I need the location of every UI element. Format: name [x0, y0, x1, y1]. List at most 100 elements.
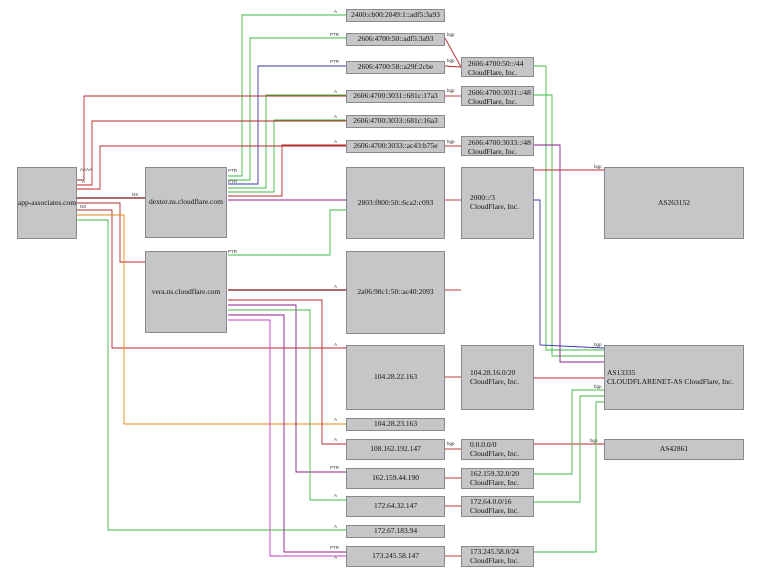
edge-app-16a3: [77, 120, 346, 186]
node-label: 2606:4700:50::adf5:3a93: [357, 34, 434, 44]
node-label: 104.28.23.163: [373, 419, 418, 429]
edge-p3033-as13335: [534, 144, 604, 363]
edge-label-bgp: bgp: [447, 88, 455, 93]
as-number: AS13335: [607, 367, 636, 377]
edge-label-ptr: PTR: [330, 465, 340, 470]
node-ipv6-3a93-b[interactable]: 2606:4700:50::adf5:3a93: [346, 33, 445, 46]
edge-label-a: A: [82, 179, 85, 184]
prefix-label: 172.64.0.0/16: [470, 496, 512, 506]
node-label: 172.67.183.94: [373, 526, 418, 536]
node-label: 162.159.44.190: [372, 473, 419, 483]
node-label: 2606:4700:3033::681c:16a3: [353, 116, 438, 126]
node-ipv6-2cbe[interactable]: 2606:4700:58::a29f:2cbe: [346, 61, 445, 74]
node-label: 2606:4700:3033::ac43:b75e: [353, 141, 438, 151]
edge-label-bgp: bgp: [447, 32, 455, 37]
node-ip-104-28-23-163[interactable]: 104.28.23.163: [346, 418, 445, 431]
node-as263152[interactable]: AS263152: [604, 167, 744, 239]
prefix-label: 162.159.32.0/20: [470, 468, 519, 478]
prefix-owner: CloudFlare, Inc.: [470, 376, 519, 386]
as-name: CLOUDFLARENET-AS CloudFlare, Inc.: [607, 376, 734, 386]
edge-label-ptr: PTR: [228, 249, 238, 254]
prefix-label: 2606:4700:3033::/48: [468, 138, 531, 147]
edge-label-bgp: bgp: [594, 342, 602, 347]
node-label: 108.162.192.147: [370, 444, 421, 454]
edge-p172-as13335: [534, 395, 604, 503]
prefix-owner: CloudFlare, Inc.: [470, 505, 519, 515]
edge-ip-prefix-1: [444, 65, 462, 68]
edge-p162-as13335: [534, 389, 604, 475]
prefix-owner: CloudFlare, Inc.: [470, 555, 519, 565]
prefix-label: 2000::/3: [470, 193, 496, 203]
edge-label-ns: NS: [132, 192, 138, 197]
edge-app-b75e: [77, 145, 346, 190]
prefix-label: 104.28.16.0/20: [470, 367, 516, 377]
edge-vera-173b: [228, 319, 346, 557]
edge-app-17a3: [77, 95, 346, 181]
edge-label-bgp: bgp: [594, 164, 602, 169]
node-as42861[interactable]: AS42861: [604, 439, 744, 460]
node-ip-172-67-183-94[interactable]: 172.67.183.94: [346, 525, 445, 538]
node-ipv6-b75e[interactable]: 2606:4700:3033::ac43:b75e: [346, 140, 445, 153]
node-ip-173-245-58-147[interactable]: 173.245.58.147: [346, 546, 445, 567]
edge-vera-c093: [228, 209, 346, 256]
prefix-owner: CloudFlare, Inc.: [470, 477, 519, 487]
node-dexter-ns[interactable]: dexter.ns.cloudflare.com: [145, 167, 227, 238]
node-ipv6-3a93-a[interactable]: 2400:cb00:2049:1::adf5:3a93: [346, 9, 445, 22]
node-label: 2803:f800:50::6ca2:c093: [357, 197, 434, 207]
prefix-owner: CloudFlare, Inc.: [470, 202, 519, 211]
edge-label-bgp: bgp: [590, 438, 598, 443]
edge-label-ptr: PTR: [330, 59, 340, 64]
edge-vera-162: [228, 304, 346, 473]
node-label: app-associates.com: [17, 197, 77, 207]
node-vera-ns[interactable]: vera.ns.cloudflare.com: [145, 251, 227, 333]
edge-vera-16a3: [228, 119, 346, 193]
edge-label-a: A: [334, 437, 337, 442]
prefix-label: 0.0.0.0/0: [470, 439, 497, 449]
node-label: 173.245.58.147: [372, 551, 419, 561]
edge-label-a: A: [334, 9, 337, 14]
node-ipv6-17a3[interactable]: 2606:4700:3031::681c:17a3: [346, 90, 445, 103]
prefix-label: 173.245.58.0/24: [470, 546, 519, 556]
node-ip-162-159-44-190[interactable]: 162.159.44.190: [346, 468, 445, 489]
prefix-owner: CloudFlare, Inc.: [470, 448, 519, 458]
edge-label-bgp: bgp: [447, 58, 455, 63]
node-label: dexter.ns.cloudflare.com: [149, 197, 223, 207]
node-ip-172-64-32-147[interactable]: 172.64.32.147: [346, 496, 445, 517]
node-ipv6-16a3[interactable]: 2606:4700:3033::681c:16a3: [346, 115, 445, 128]
node-label: vera.ns.cloudflare.com: [151, 286, 221, 296]
edge-label-a: A: [334, 524, 337, 529]
node-ip-108-162-192-147[interactable]: 108.162.192.147: [346, 439, 445, 460]
edge-p173-as13335: [534, 401, 604, 553]
edge-label-ptr: PTR: [228, 179, 238, 184]
edge-dexter-2cbe: [228, 65, 346, 185]
node-ip-104-28-22-163[interactable]: 104.28.22.163: [346, 345, 445, 410]
edge-vera-173: [228, 314, 346, 553]
edge-label-bgp: bgp: [594, 384, 602, 389]
node-label: 2606:4700:3031::681c:17a3: [353, 91, 438, 101]
edge-label-a: A: [334, 114, 337, 119]
node-label: 2400:cb00:2049:1::adf5:3a93: [351, 10, 440, 20]
node-ipv6-c093[interactable]: 2803:f800:50::6ca2:c093: [346, 167, 445, 239]
node-ipv6-2093[interactable]: 2a06:98c1:50::ac40:2093: [346, 251, 445, 334]
edge-vera-108: [228, 299, 346, 445]
edge-label-ptr: PTR: [228, 168, 238, 173]
node-label: 172.64.32.147: [373, 501, 418, 511]
edge-vera-17a3: [228, 94, 346, 189]
node-label: AS263152: [657, 197, 691, 207]
edge-dexter-b75e: [228, 144, 346, 197]
node-label: 104.28.22.163: [373, 372, 418, 382]
node-app-associates[interactable]: app-associates.com: [17, 167, 77, 239]
edge-label-a: A: [334, 139, 337, 144]
